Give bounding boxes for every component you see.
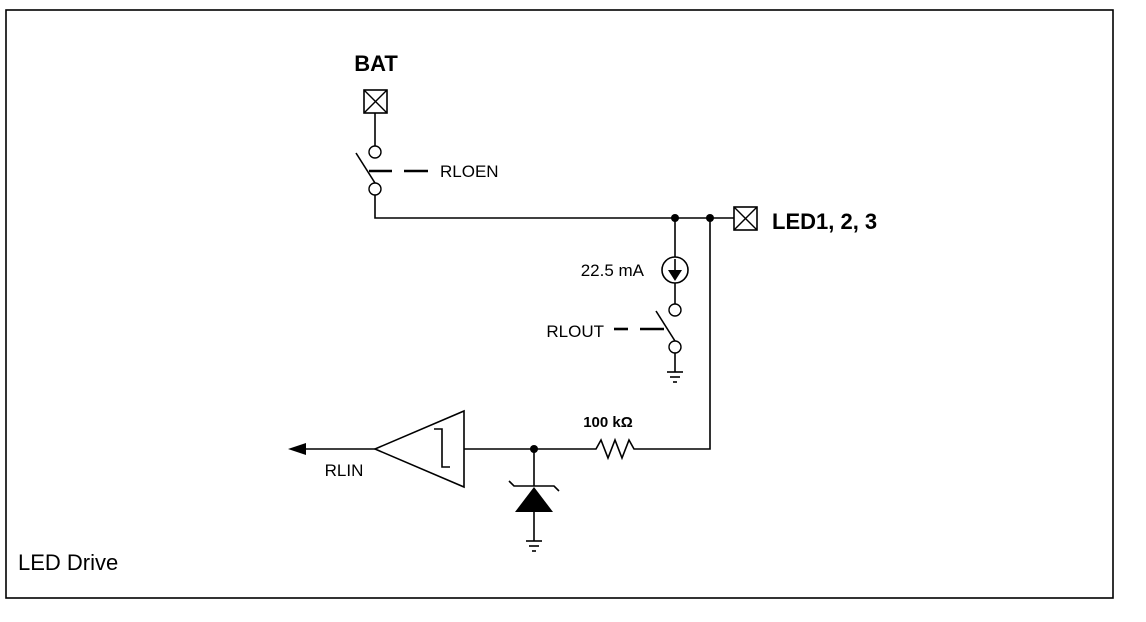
current-label: 22.5 mA [581, 261, 645, 280]
rloen-label: RLOEN [440, 162, 499, 181]
led-pin-label: LED1, 2, 3 [772, 209, 877, 234]
schmitt-buffer-icon [372, 409, 465, 489]
diagram-caption: LED Drive [18, 550, 118, 575]
current-source-icon [661, 256, 689, 284]
resistor-icon [584, 437, 652, 461]
rlin-label: RLIN [325, 461, 364, 480]
ground-icon [667, 371, 683, 383]
rlout-switch-icon [655, 303, 682, 354]
bat-pad-icon [363, 89, 388, 114]
diagram-frame [5, 9, 1114, 599]
sense-wire [652, 218, 711, 450]
arrow-left-icon [288, 443, 306, 455]
rloen-switch-icon [355, 145, 382, 196]
resistor-label: 100 kΩ [583, 414, 633, 431]
bat-label: BAT [354, 51, 398, 76]
zener-diode-icon [508, 480, 560, 512]
ground-icon [526, 540, 542, 552]
rlout-label: RLOUT [546, 322, 604, 341]
led-bus-wire [374, 195, 734, 219]
led-pad-icon [733, 206, 758, 231]
